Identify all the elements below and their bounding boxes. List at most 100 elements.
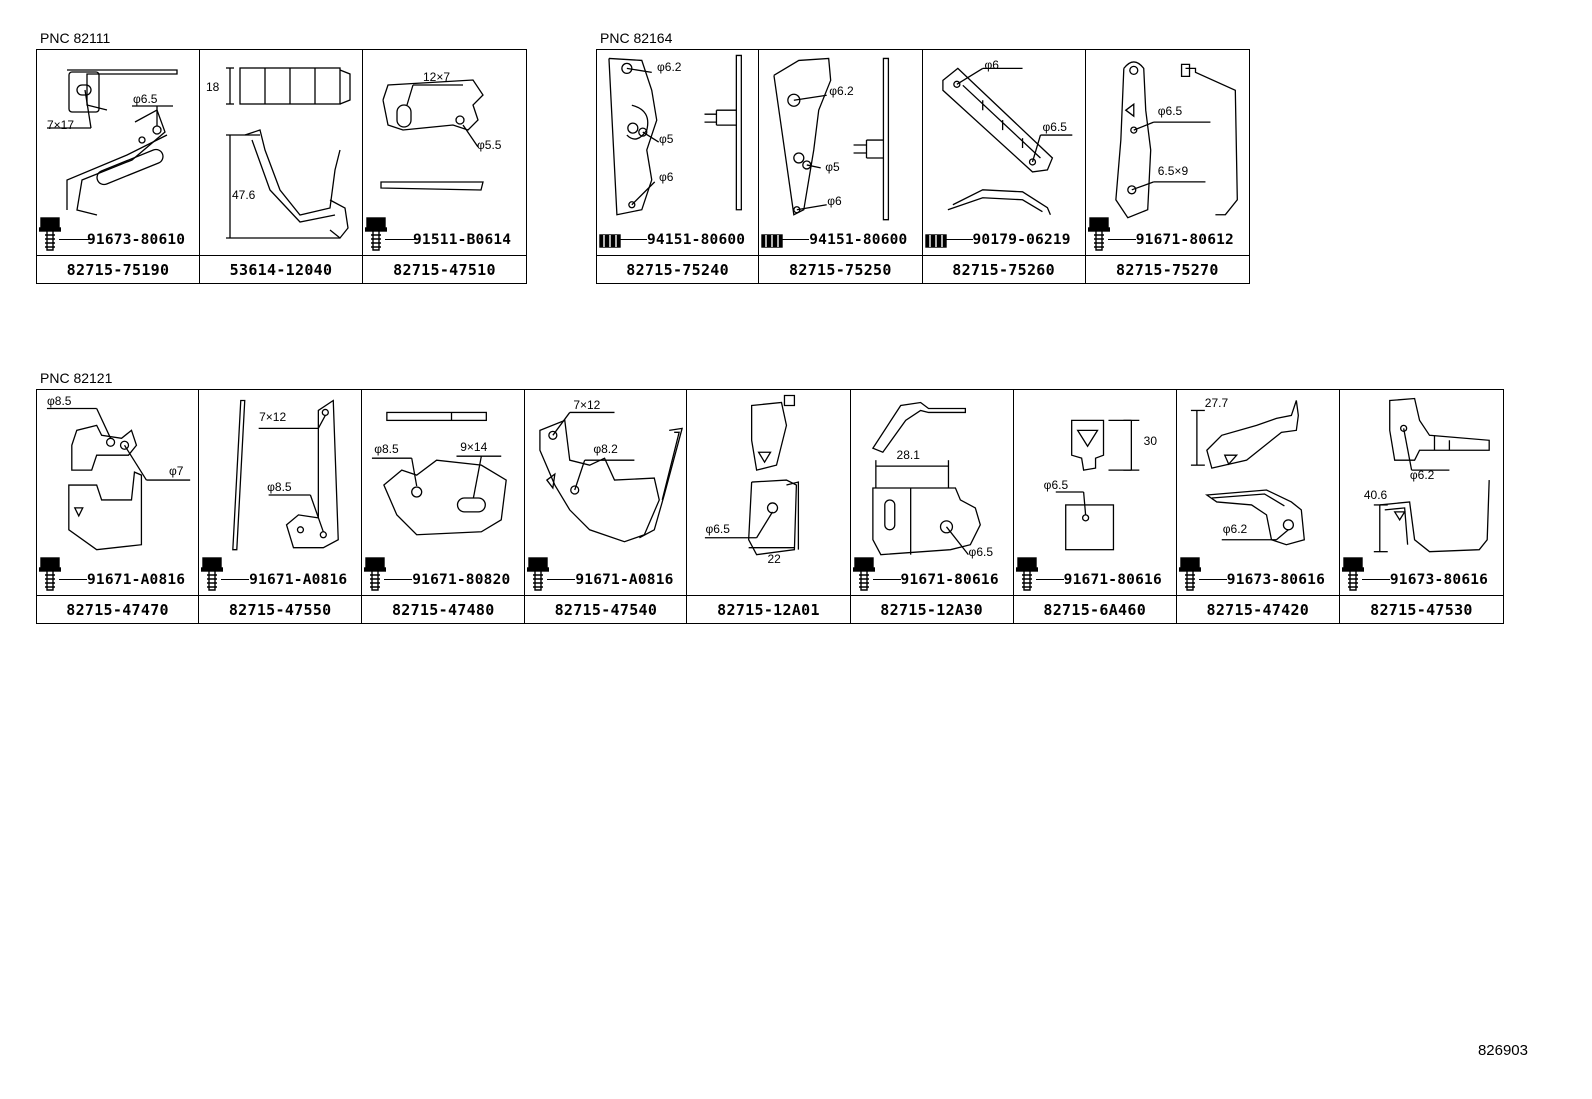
fastener: 94151-80600: [761, 217, 921, 251]
fastener: 91673-80610: [39, 217, 199, 251]
bolt-icon: [39, 217, 61, 251]
fastener: 90179-06219: [924, 217, 1085, 251]
part-drawing: 12×7 φ5.5 91511-B0614: [363, 50, 526, 255]
leader-line: [385, 238, 415, 240]
fastener: 91671-80612: [1087, 217, 1249, 251]
part-drawing: φ6.2 φ5 φ6 94151-80600: [759, 50, 921, 255]
part-number[interactable]: 82715-75270: [1085, 255, 1249, 283]
part-cell[interactable]: 12×7 φ5.5 91511-B0614 82715-47510: [363, 50, 526, 283]
part-cell[interactable]: φ8.5 φ7 91671-A0816 82715-47470: [37, 390, 200, 623]
part-cell[interactable]: 30 φ6.5 91671-80616 82715-6A460: [1013, 390, 1177, 623]
leader-line: [221, 578, 250, 580]
dimension-label: φ6.2: [1409, 468, 1435, 482]
part-cell[interactable]: φ8.5 9×14 91671-80820 82715-47480: [362, 390, 526, 623]
leader-line: [1035, 578, 1064, 580]
part-number[interactable]: 82715-6A460: [1013, 595, 1176, 623]
part-number[interactable]: 82715-47530: [1339, 595, 1503, 623]
dimension-label: φ6.5: [1043, 478, 1069, 492]
dimension-label: φ8.2: [593, 442, 618, 456]
part-cell[interactable]: 7×17 φ6.5 91673-80610 82715-75190: [37, 50, 200, 283]
part-cell[interactable]: φ6.5 6.5×9 91671-80612 82715-75270: [1085, 50, 1249, 283]
part-number[interactable]: 82715-75190: [37, 255, 199, 283]
dimension-label: 12×7: [423, 70, 451, 84]
part-number[interactable]: 82715-47540: [525, 595, 687, 623]
part-number[interactable]: 82715-47420: [1176, 595, 1339, 623]
dimension-label: 47.6: [232, 188, 256, 202]
dimension-label: 28.1: [896, 448, 920, 462]
part-cell[interactable]: φ6.2 φ5 φ6 94151-80600 82715-75250: [759, 50, 923, 283]
leader-line: [1107, 238, 1136, 240]
part-cell[interactable]: 40.6 φ6.2 91673-80616 82715-47530: [1339, 390, 1503, 623]
nut-icon: [599, 234, 621, 248]
fastener-number: 91671-80612: [1135, 232, 1234, 248]
dimension-label: φ8.5: [267, 480, 292, 494]
fastener: 91673-80616: [1341, 557, 1503, 591]
fastener: 91671-80616: [1015, 557, 1176, 591]
fastener: 91511-B0614: [365, 217, 526, 251]
part-number[interactable]: 82715-47480: [362, 595, 525, 623]
pnc-label-82164: PNC 82164: [600, 30, 673, 46]
fastener: 91673-80616: [1178, 557, 1339, 591]
dimension-label: φ6: [984, 58, 999, 72]
dimension-label: φ6.5: [1042, 120, 1067, 134]
dimension-label: 22: [767, 552, 781, 566]
fastener-number: 91671-A0816: [575, 572, 674, 588]
parts-group-82164: φ6.2 φ5 φ6 94151-80600 82715-75240: [596, 49, 1250, 284]
part-number[interactable]: 82715-47550: [199, 595, 362, 623]
part-drawing: 7×12 φ8.2 91671-A0816: [525, 390, 686, 595]
part-number[interactable]: 82715-75240: [597, 255, 759, 283]
bolt-icon: [1341, 557, 1364, 591]
part-drawing: 28.1 φ6.5 91671-80616: [851, 390, 1013, 595]
part-drawing: 30 φ6.5 91671-80616: [1014, 390, 1176, 595]
part-drawing: 27.7 φ6.2 91673-80616: [1177, 390, 1339, 595]
dimension-label: φ8.5: [47, 394, 72, 408]
bolt-icon: [852, 557, 875, 591]
part-number[interactable]: 82715-47510: [363, 255, 526, 283]
dimension-label: φ5: [825, 160, 840, 174]
fastener-number: 91671-80616: [900, 572, 999, 588]
part-drawing: φ6.5 22: [687, 390, 849, 595]
part-drawing: φ6 φ6.5 90179-06219: [923, 50, 1085, 255]
fastener-number: 91673-80610: [87, 232, 186, 248]
part-number[interactable]: 82715-12A30: [850, 595, 1013, 623]
part-drawing: 18 47.6: [200, 50, 362, 255]
part-cell[interactable]: φ6 φ6.5 90179-06219 82715-75260: [922, 50, 1086, 283]
dimension-label: φ5.5: [477, 138, 502, 152]
part-drawing: φ8.5 φ7 91671-A0816: [37, 390, 198, 595]
fastener-number: 91671-A0816: [87, 572, 186, 588]
dimension-label: φ6.5: [133, 92, 158, 106]
part-cell[interactable]: 27.7 φ6.2 91673-80616 82715-47420: [1176, 390, 1340, 623]
fastener-number: 91511-B0614: [413, 232, 512, 248]
part-number[interactable]: 82715-47470: [37, 595, 199, 623]
part-number[interactable]: 82715-12A01: [687, 595, 850, 623]
dimension-label: 7×17: [47, 118, 75, 132]
part-number[interactable]: 82715-75260: [922, 255, 1085, 283]
nut-icon: [924, 234, 947, 248]
part-cell[interactable]: φ6.5 22 82715-12A01: [687, 390, 851, 623]
part-drawing: 7×12 φ8.5 91671-A0816: [199, 390, 361, 595]
dimension-label: 27.7: [1204, 396, 1229, 410]
fastener-number: 94151-80600: [647, 232, 746, 248]
part-number[interactable]: 53614-12040: [200, 255, 362, 283]
dimension-label: φ6.5: [1157, 104, 1183, 118]
part-cell[interactable]: 18 47.6 53614-12040: [200, 50, 363, 283]
fastener: 91671-80820: [364, 557, 524, 591]
parts-group-82121: φ8.5 φ7 91671-A0816 82715-47470 7×1: [36, 389, 1504, 624]
dimension-label: 40.6: [1363, 488, 1388, 502]
fastener: 91671-A0816: [527, 557, 686, 591]
part-cell[interactable]: 7×12 φ8.2 91671-A0816 82715-47540: [525, 390, 688, 623]
fastener: 91671-A0816: [39, 557, 198, 591]
part-cell[interactable]: φ6.2 φ5 φ6 94151-80600 82715-75240: [597, 50, 760, 283]
dimension-label: φ6.5: [968, 545, 994, 559]
bolt-icon: [1087, 217, 1110, 251]
dimension-label: φ5: [659, 132, 674, 146]
part-number[interactable]: 82715-75250: [759, 255, 922, 283]
pnc-label-82121: PNC 82121: [40, 370, 113, 386]
dimension-label: 7×12: [259, 410, 287, 424]
dimension-label: φ6.2: [1222, 522, 1248, 536]
dimension-label: φ6.2: [657, 60, 682, 74]
part-cell[interactable]: 28.1 φ6.5 91671-80616 82715-12A30: [850, 390, 1014, 623]
part-cell[interactable]: 7×12 φ8.5 91671-A0816 82715-47550: [199, 390, 363, 623]
dimension-label: φ6.5: [705, 522, 730, 536]
part-drawing: φ6.5 6.5×9 91671-80612: [1086, 50, 1249, 255]
